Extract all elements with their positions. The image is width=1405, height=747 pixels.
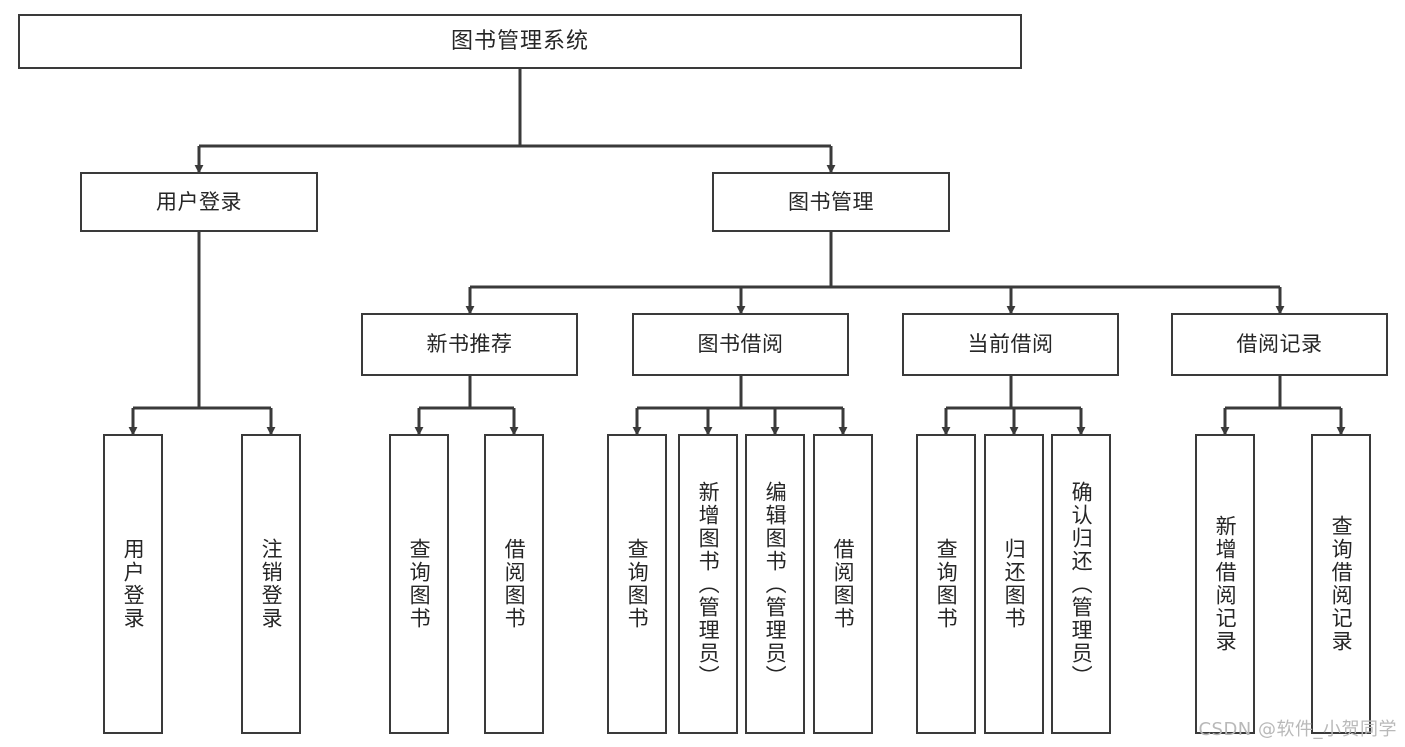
node-label: 编辑图书（管理员）: [763, 480, 788, 688]
node-label: 归还图书: [1002, 538, 1027, 630]
connector-lines: [128, 69, 1346, 436]
node-leaf-rec-2[interactable]: 查询借阅记录: [1311, 434, 1371, 734]
node-leaf-cur-3[interactable]: 确认归还（管理员）: [1051, 434, 1111, 734]
node-leaf-borrow-4[interactable]: 借阅图书: [813, 434, 873, 734]
node-label: 图书借阅: [697, 332, 784, 357]
node-label: 新书推荐: [426, 332, 513, 357]
node-leaf-new-2[interactable]: 借阅图书: [484, 434, 544, 734]
watermark-text: CSDN @软件_小贺同学: [1198, 719, 1397, 740]
node-label: 新增借阅记录: [1213, 515, 1238, 653]
node-bookmgmt[interactable]: 图书管理: [712, 172, 950, 232]
node-label: 用户登录: [156, 189, 242, 214]
node-label: 借阅图书: [502, 538, 527, 630]
node-label: 借阅记录: [1236, 332, 1323, 357]
node-label: 借阅图书: [831, 538, 856, 630]
node-label: 图书管理: [788, 189, 874, 214]
node-leaf-rec-1[interactable]: 新增借阅记录: [1195, 434, 1255, 734]
node-leaf-borrow-2[interactable]: 新增图书（管理员）: [678, 434, 738, 734]
node-leaf-login-1[interactable]: 用户登录: [103, 434, 163, 734]
node-leaf-login-2[interactable]: 注销登录: [241, 434, 301, 734]
node-borrow[interactable]: 图书借阅: [632, 313, 849, 376]
node-newbook[interactable]: 新书推荐: [361, 313, 578, 376]
node-label: 查询图书: [934, 538, 959, 630]
node-records[interactable]: 借阅记录: [1171, 313, 1388, 376]
node-label: 当前借阅: [967, 332, 1054, 357]
node-label: 用户登录: [121, 538, 146, 630]
node-label: 查询借阅记录: [1329, 515, 1354, 653]
node-current[interactable]: 当前借阅: [902, 313, 1119, 376]
node-label: 查询图书: [407, 538, 432, 630]
node-leaf-new-1[interactable]: 查询图书: [389, 434, 449, 734]
node-label: 查询图书: [625, 538, 650, 630]
node-root[interactable]: 图书管理系统: [18, 14, 1022, 69]
node-label: 确认归还（管理员）: [1069, 480, 1094, 688]
node-label: 图书管理系统: [450, 28, 589, 54]
node-leaf-borrow-1[interactable]: 查询图书: [607, 434, 667, 734]
node-leaf-cur-1[interactable]: 查询图书: [916, 434, 976, 734]
node-leaf-cur-2[interactable]: 归还图书: [984, 434, 1044, 734]
node-leaf-borrow-3[interactable]: 编辑图书（管理员）: [745, 434, 805, 734]
node-label: 新增图书（管理员）: [696, 480, 721, 688]
node-label: 注销登录: [259, 538, 284, 630]
node-login[interactable]: 用户登录: [80, 172, 318, 232]
